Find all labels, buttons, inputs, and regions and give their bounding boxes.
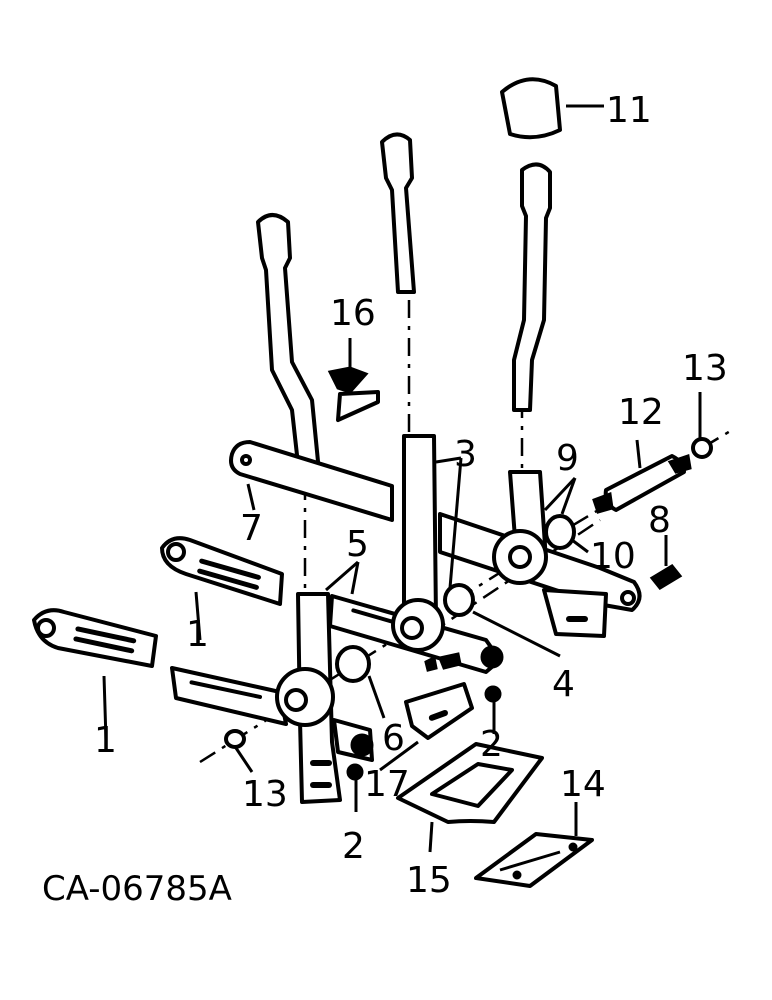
callout-4: 4 [552,664,575,705]
drawing-number: CA-06785A [42,869,232,909]
callout-1-upper: 1 [186,614,209,655]
callout-3: 3 [454,434,477,475]
callout-14: 14 [560,764,606,805]
callout-7: 7 [240,508,263,549]
part-15-boot [396,742,544,824]
leader-lines [102,104,702,853]
part-1-arms [32,536,284,668]
part-13-rings [224,437,713,749]
callout-15: 15 [406,860,452,901]
callout-9: 9 [556,438,579,479]
callout-10: 10 [590,536,636,577]
callout-1-lower: 1 [94,720,117,761]
part-16-clip [327,366,380,422]
part-2-nuts [346,685,502,781]
hub-upper [492,529,548,585]
callout-8: 8 [648,500,671,541]
callout-12: 12 [618,392,664,433]
lever-center [380,132,416,294]
part-8-bolt [649,564,683,590]
callout-5: 5 [346,524,369,565]
small-bolts [424,652,462,672]
hub-lower [275,667,335,727]
lever-left [256,213,322,484]
part-14-plate [474,832,594,888]
callout-13-upper: 13 [682,348,728,389]
callout-2-right: 2 [480,724,503,765]
hub-center [391,598,445,652]
callout-11: 11 [606,90,652,131]
part-17-guide [404,682,474,740]
part-11-knob [500,77,562,140]
callout-13-lower: 13 [242,774,288,815]
lower-bracket [332,718,374,762]
callout-2-left: 2 [342,826,365,867]
callout-16: 16 [330,293,376,334]
callout-6: 6 [382,718,405,759]
part-7-plate [229,440,394,522]
lever-right [512,162,552,412]
callouts: 11 16 13 12 3 9 7 8 5 10 1 4 6 1 2 13 17… [94,90,728,901]
callout-17: 17 [364,764,410,805]
spacers [335,514,576,683]
part-12-shaft [592,454,692,514]
